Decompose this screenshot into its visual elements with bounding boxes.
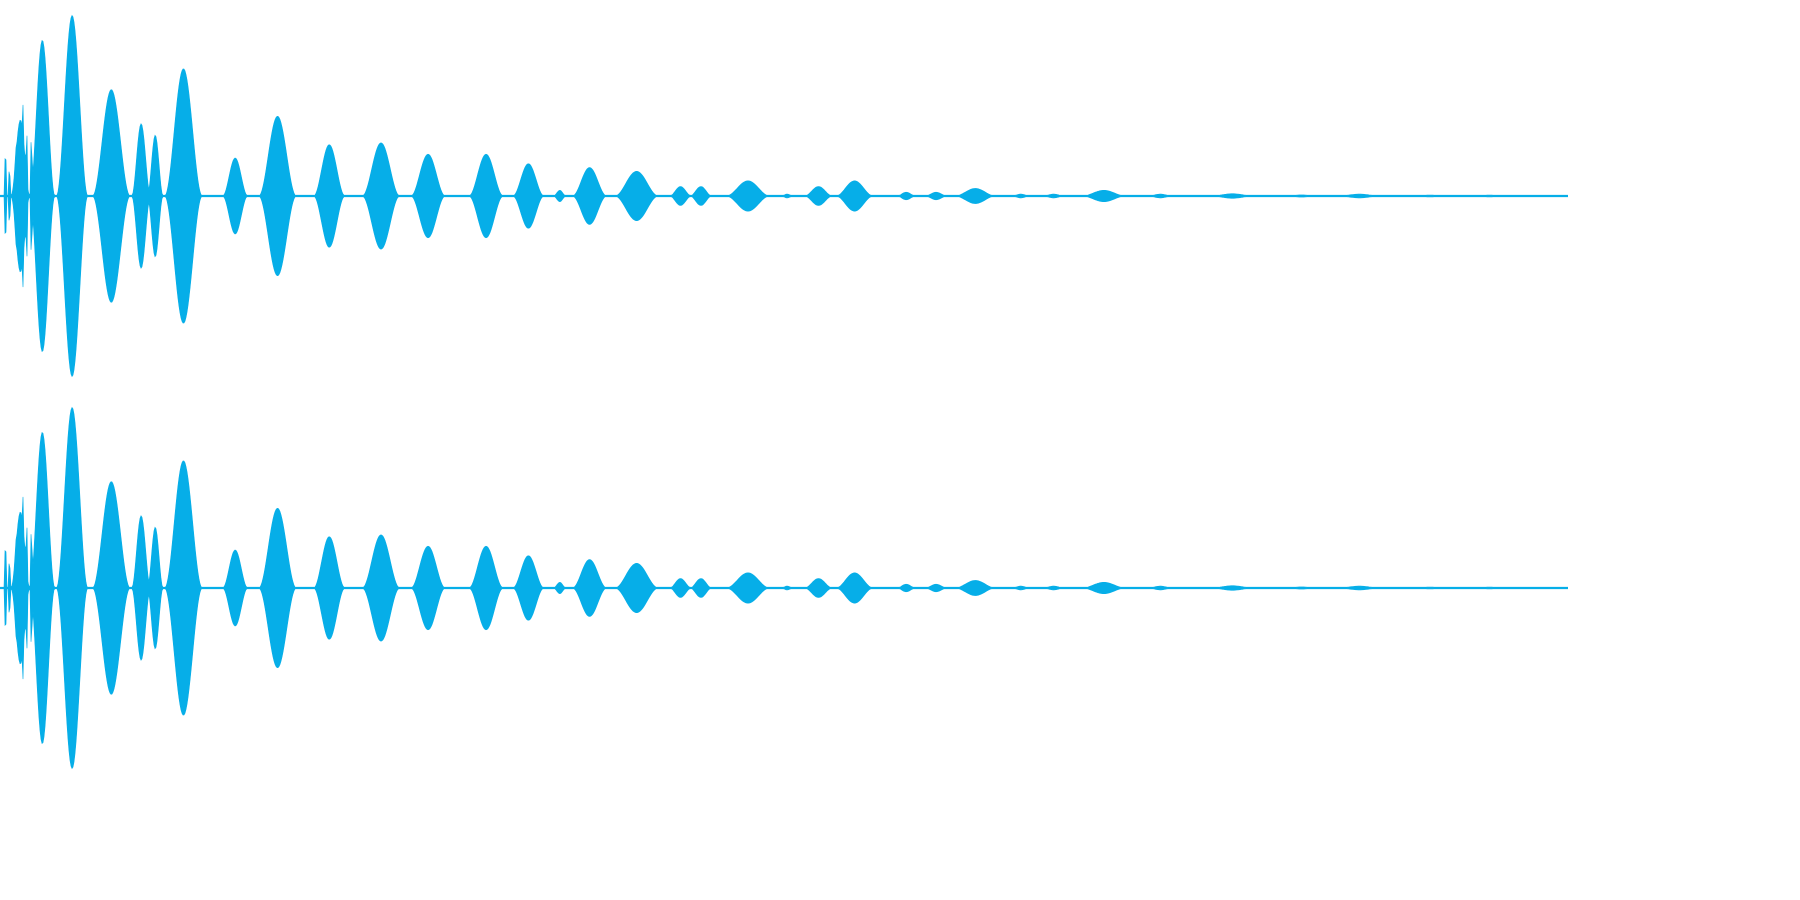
waveform-channel-2-svg xyxy=(0,406,1568,770)
waveform-channel-2[interactable] xyxy=(0,392,1568,784)
waveform-channel-1-svg xyxy=(0,14,1568,378)
waveform-channel-1[interactable] xyxy=(0,0,1568,392)
waveform-view[interactable] xyxy=(0,0,1568,784)
